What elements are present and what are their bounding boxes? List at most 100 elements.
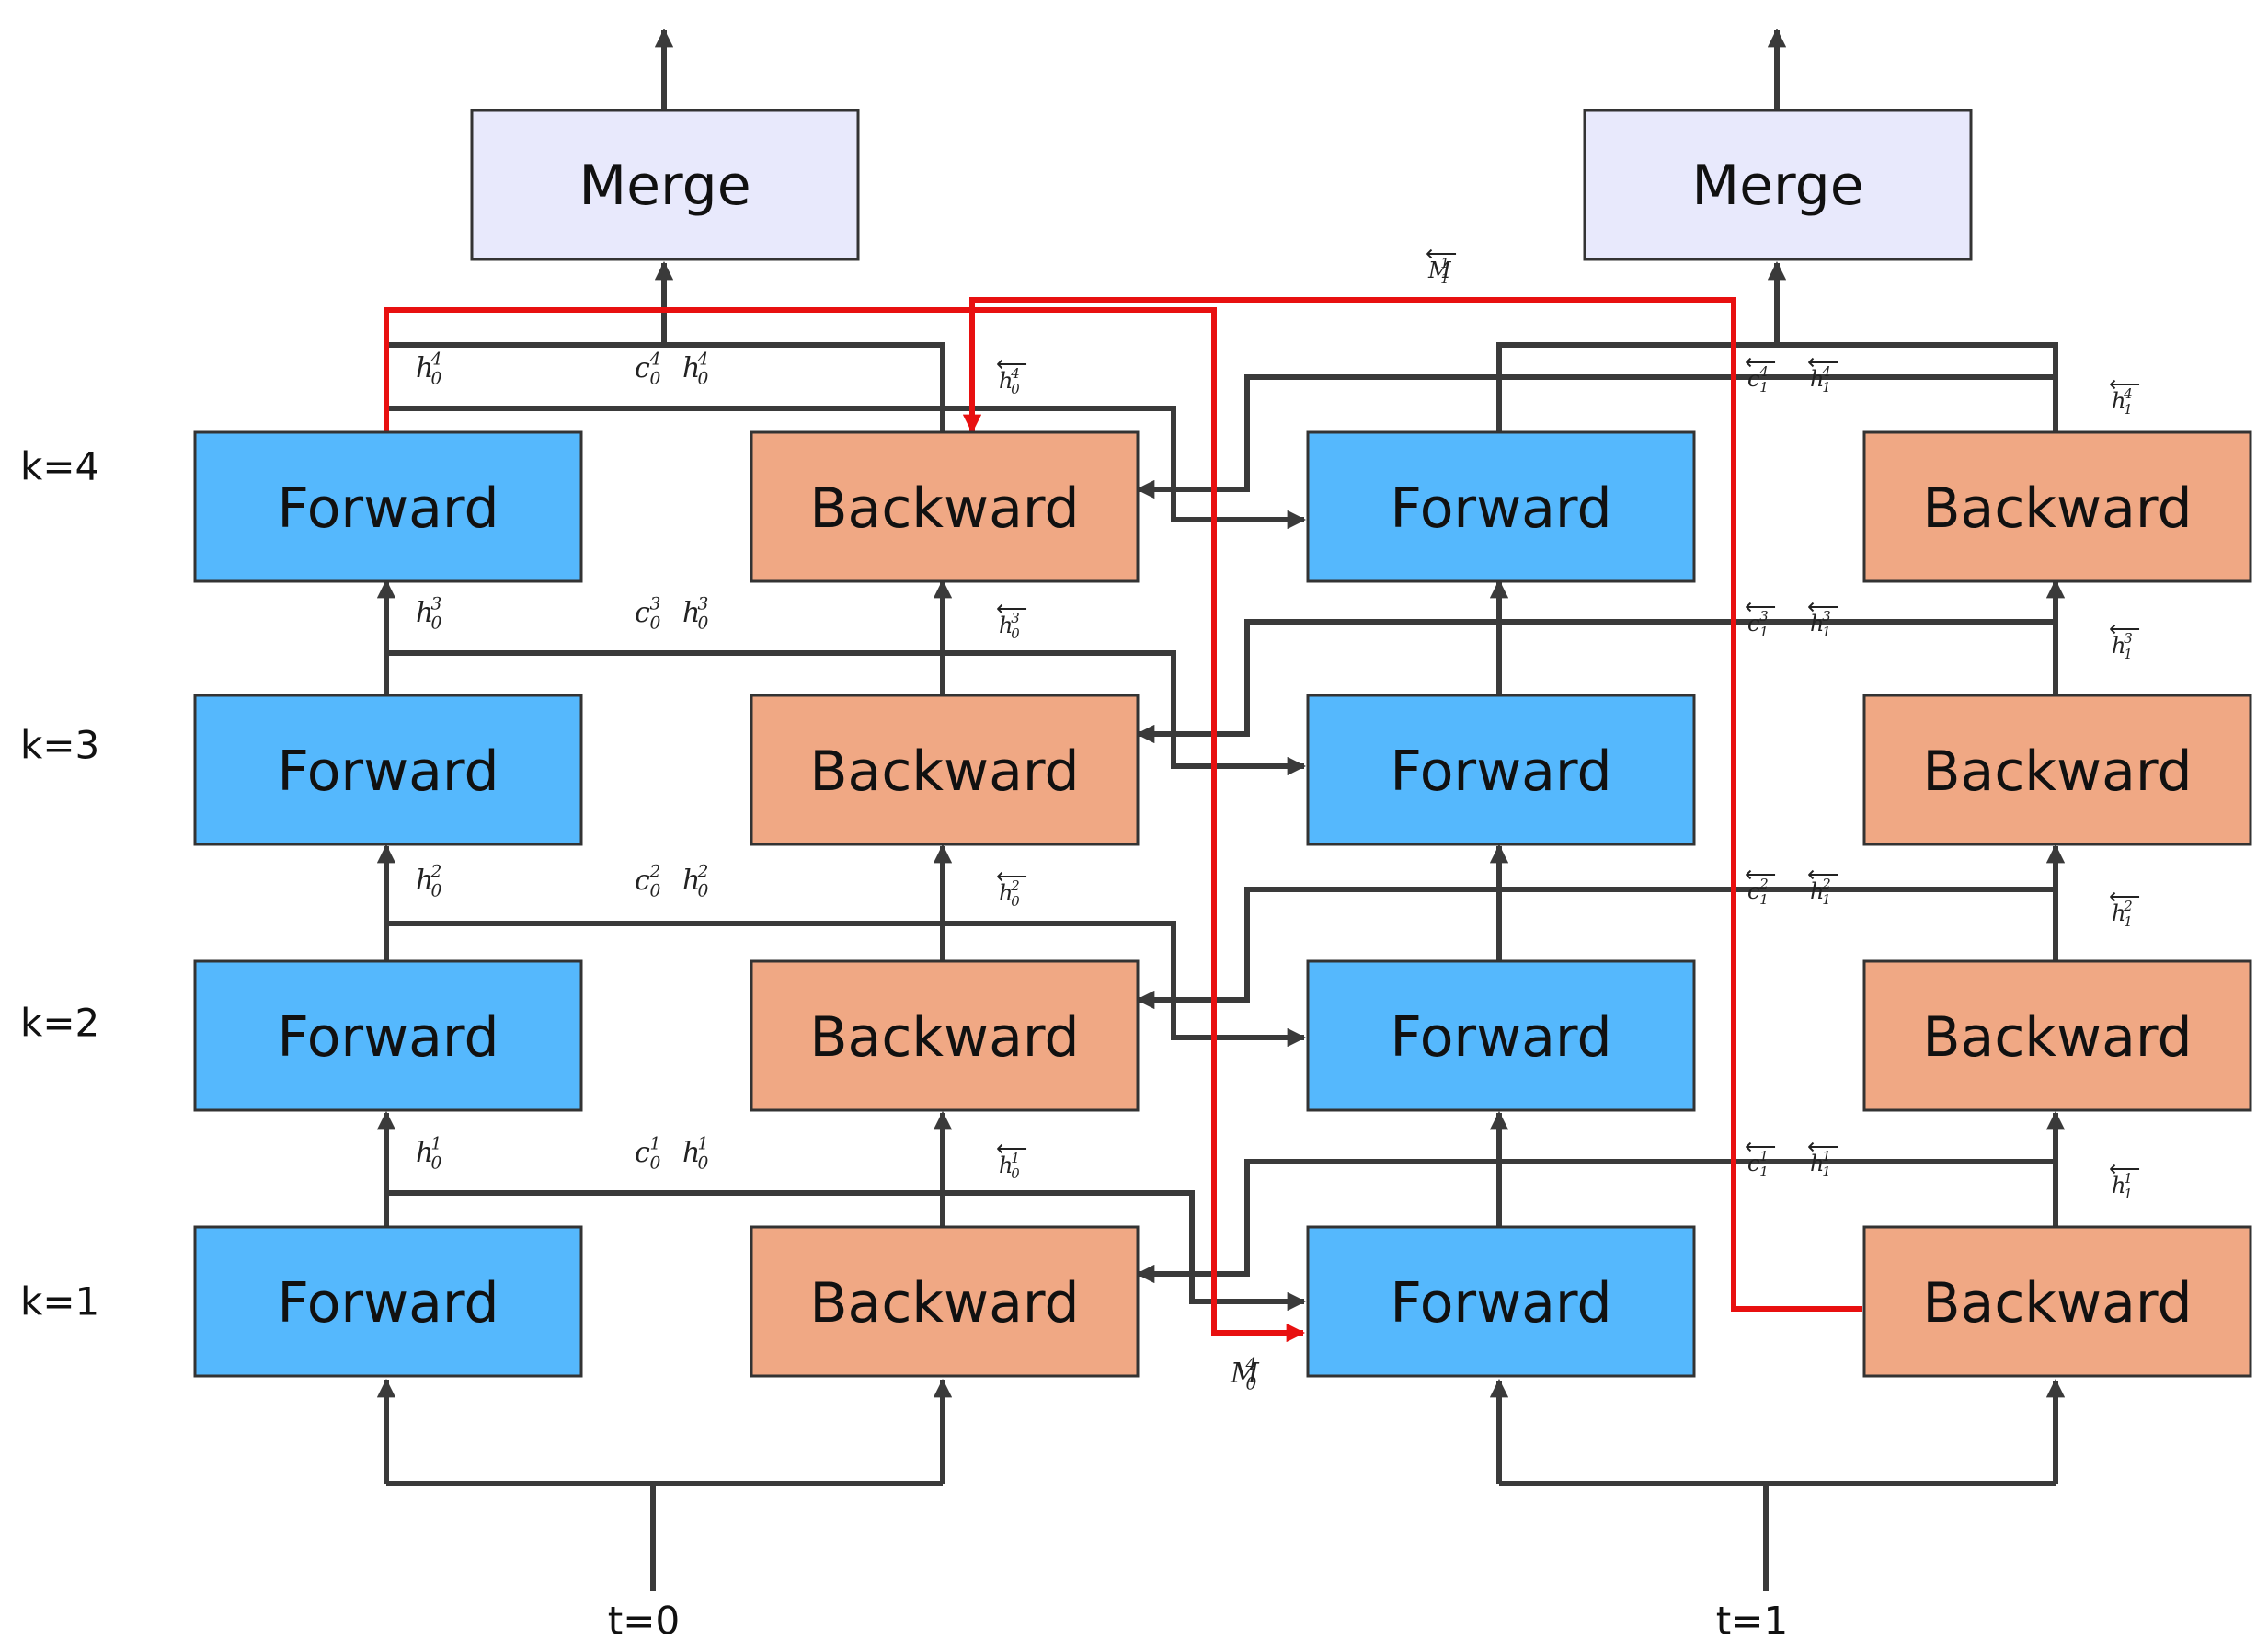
backward-box bbox=[1862, 694, 2252, 846]
svg-text:3: 3 bbox=[2124, 630, 2132, 647]
svg-text:0: 0 bbox=[431, 370, 442, 389]
svg-text:⟵: ⟵ bbox=[2109, 883, 2140, 909]
merge-box-t1 bbox=[1583, 109, 1973, 261]
svg-text:c: c bbox=[635, 352, 650, 384]
time-labels: t=0 t=1 bbox=[608, 1599, 1788, 1644]
svg-text:4: 4 bbox=[1758, 363, 1768, 380]
svg-text:0: 0 bbox=[650, 370, 661, 389]
merge-box-t0 bbox=[470, 109, 860, 261]
input-wire-t1 bbox=[1499, 1481, 2056, 1591]
svg-text:0: 0 bbox=[698, 882, 709, 901]
forward-cell-t1-k2: Forward bbox=[1306, 959, 1696, 1112]
backward-box bbox=[1862, 430, 2252, 583]
forward-state-k4 bbox=[386, 406, 1307, 530]
svg-text:2: 2 bbox=[430, 863, 442, 882]
svg-text:3: 3 bbox=[698, 595, 709, 614]
level-label-k2: k=2 bbox=[20, 1001, 99, 1046]
svg-text:h: h bbox=[2112, 1173, 2125, 1198]
svg-text:2: 2 bbox=[1010, 877, 1019, 894]
label-hback1-k1: h11⟵ bbox=[1807, 1133, 1838, 1180]
svg-text:h: h bbox=[999, 1152, 1013, 1178]
backward-box bbox=[750, 430, 1140, 583]
backward-label: Backward bbox=[1922, 1005, 2192, 1070]
backward-state-k1 bbox=[1135, 1159, 2056, 1284]
svg-text:⟵: ⟵ bbox=[996, 350, 1027, 376]
svg-text:1: 1 bbox=[1759, 379, 1768, 396]
forward-state-k3 bbox=[386, 650, 1307, 776]
forward-label: Forward bbox=[277, 740, 498, 804]
svg-text:⟵: ⟵ bbox=[996, 595, 1027, 621]
svg-text:h: h bbox=[999, 880, 1013, 906]
label-h0b-k4: h40 bbox=[682, 350, 709, 389]
svg-text:⟵: ⟵ bbox=[996, 863, 1027, 889]
svg-text:0: 0 bbox=[650, 614, 661, 634]
forward-cell-t0-k1: Forward bbox=[193, 1225, 583, 1378]
svg-text:4: 4 bbox=[1010, 365, 1019, 382]
backward-box bbox=[750, 959, 1140, 1112]
svg-text:1: 1 bbox=[2124, 913, 2132, 930]
svg-text:0: 0 bbox=[698, 370, 709, 389]
svg-text:0: 0 bbox=[431, 614, 442, 634]
svg-text:1: 1 bbox=[2124, 1170, 2132, 1187]
backward-cell-t1-k1: Backward bbox=[1862, 1225, 2252, 1378]
backward-box bbox=[1862, 1225, 2252, 1378]
memory-paths bbox=[384, 297, 1862, 1343]
svg-text:c: c bbox=[1747, 878, 1759, 904]
svg-text:4: 4 bbox=[1245, 1356, 1257, 1375]
level-label-k3: k=3 bbox=[20, 723, 99, 768]
forward-state-k1 bbox=[386, 1190, 1307, 1312]
svg-text:1: 1 bbox=[1759, 1148, 1768, 1164]
forward-cell-t1-k4: Forward bbox=[1306, 430, 1696, 583]
label-hback1-k4: h41⟵ bbox=[1807, 349, 1838, 396]
forward-cell-t0-k3: Forward bbox=[193, 694, 583, 846]
forward-label: Forward bbox=[277, 1005, 498, 1070]
svg-text:h: h bbox=[416, 352, 433, 384]
svg-text:⟵: ⟵ bbox=[1807, 349, 1838, 374]
label-m1: M11⟵ bbox=[1426, 240, 1457, 287]
svg-text:2: 2 bbox=[1758, 876, 1768, 892]
svg-text:M: M bbox=[1427, 258, 1452, 283]
backward-label: Backward bbox=[809, 476, 1079, 541]
svg-text:0: 0 bbox=[1011, 1165, 1019, 1182]
svg-text:0: 0 bbox=[698, 614, 709, 634]
svg-text:1: 1 bbox=[1440, 270, 1449, 287]
forward-label: Forward bbox=[1390, 740, 1611, 804]
backward-box bbox=[750, 694, 1140, 846]
memory-path-m0 bbox=[384, 307, 1306, 1343]
label-h0b-k3: h30 bbox=[682, 595, 709, 634]
svg-text:M: M bbox=[1230, 1358, 1260, 1390]
svg-text:4: 4 bbox=[430, 350, 442, 370]
svg-text:h: h bbox=[1810, 1151, 1824, 1176]
label-h0b-k2: h20 bbox=[682, 863, 709, 901]
svg-text:0: 0 bbox=[1246, 1375, 1257, 1394]
svg-text:0: 0 bbox=[650, 882, 661, 901]
backward-label: Backward bbox=[1922, 740, 2192, 804]
svg-text:3: 3 bbox=[650, 595, 661, 614]
label-hback0-k3: h30⟵ bbox=[996, 595, 1027, 642]
label-hback1-k3: h31⟵ bbox=[1807, 593, 1838, 640]
svg-text:1: 1 bbox=[1822, 891, 1830, 908]
svg-text:1: 1 bbox=[1759, 891, 1768, 908]
svg-text:0: 0 bbox=[431, 1154, 442, 1174]
svg-text:0: 0 bbox=[431, 882, 442, 901]
label-h0-k1: h10 bbox=[416, 1135, 442, 1174]
svg-text:⟵: ⟵ bbox=[1807, 861, 1838, 887]
backward-cell-t0-k1: Backward bbox=[750, 1225, 1140, 1378]
svg-text:3: 3 bbox=[431, 595, 442, 614]
label-hback1r-k1: h11⟵ bbox=[2109, 1155, 2140, 1202]
label-hback1-k2: h21⟵ bbox=[1807, 861, 1838, 908]
svg-text:h: h bbox=[2112, 388, 2125, 414]
time-label-t0: t=0 bbox=[608, 1599, 680, 1644]
svg-text:4: 4 bbox=[1821, 363, 1830, 380]
svg-text:1: 1 bbox=[1759, 624, 1768, 640]
forward-label: Forward bbox=[277, 1271, 498, 1336]
forward-box bbox=[193, 959, 583, 1112]
svg-text:h: h bbox=[682, 597, 700, 629]
svg-text:h: h bbox=[682, 1137, 700, 1169]
svg-text:c: c bbox=[1747, 1151, 1759, 1176]
forward-cell-t1-k3: Forward bbox=[1306, 694, 1696, 846]
